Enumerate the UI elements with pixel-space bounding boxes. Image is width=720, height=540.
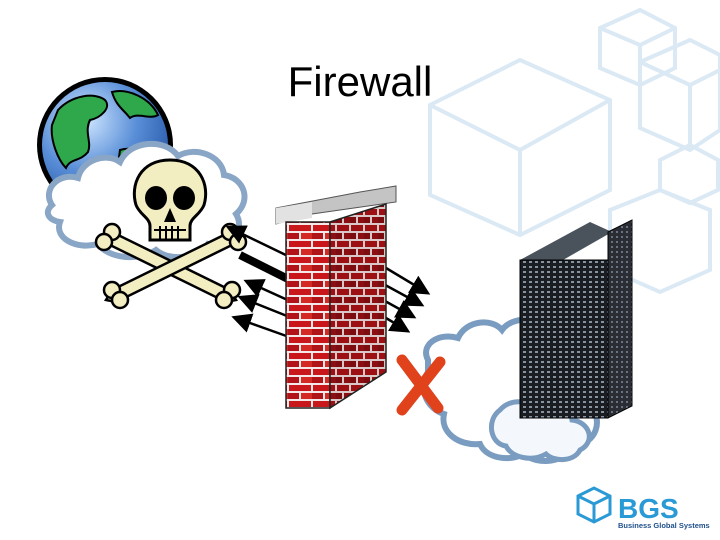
- bgs-logo-icon: [576, 486, 612, 524]
- brick-wall-icon: [275, 185, 397, 410]
- building-icon: [519, 219, 633, 419]
- background-cubes: [428, 7, 720, 295]
- bgs-logo-tagline: Business Global Systems: [618, 521, 710, 530]
- skull-crossbones-icon: [94, 158, 248, 310]
- red-x-icon: [396, 354, 446, 416]
- slide-title: Firewall: [287, 58, 433, 105]
- bgs-logo-name: BGS: [618, 493, 679, 524]
